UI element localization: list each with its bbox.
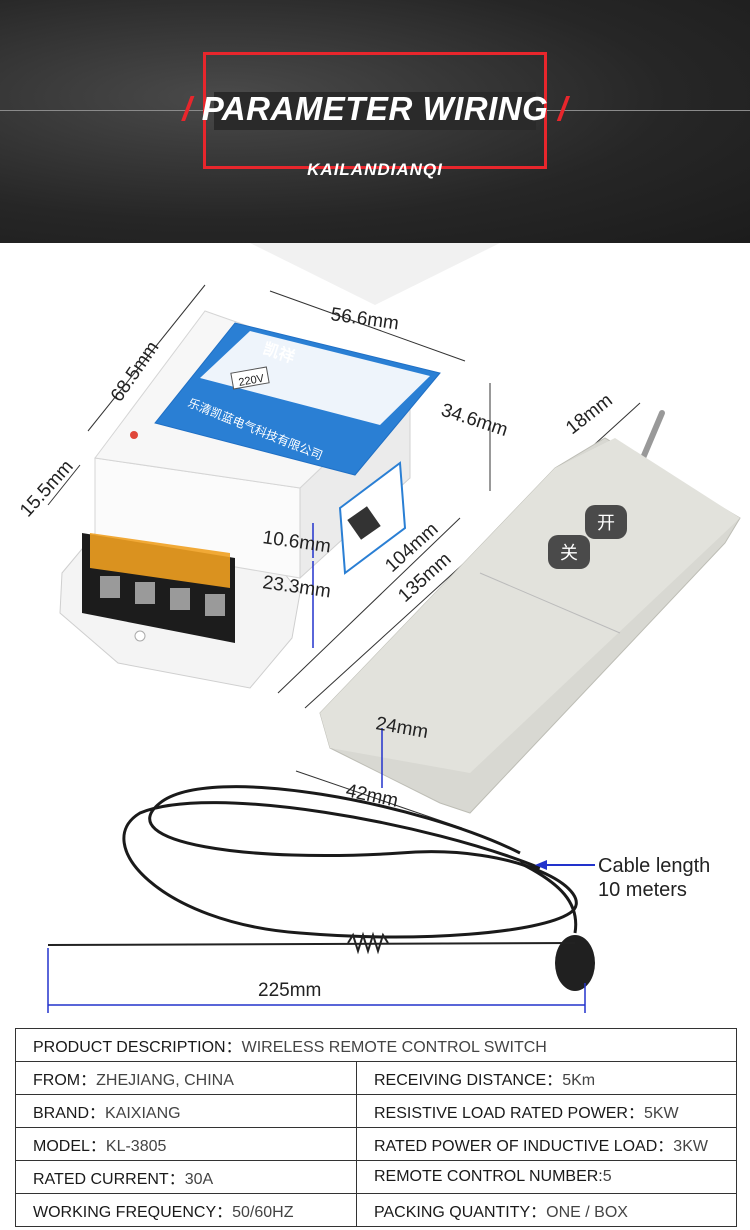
title-slash-left: / — [182, 90, 193, 127]
label-remote-face: 42mm — [344, 780, 400, 812]
spec-row: FROM：ZHEJIANG, CHINA RECEIVING DISTANCE：… — [15, 1061, 737, 1095]
product-illustration: 220V 凯祥 乐清凯蓝电气科技有限公司 开 — [16, 243, 741, 1013]
device-label-panel — [200, 331, 430, 425]
banner-subtitle: KAILANDIANQI — [307, 160, 443, 179]
terminal-screw-1 — [100, 576, 120, 598]
label-cable-length-1: Cable length — [598, 855, 710, 877]
spec-cell: RATED POWER OF INDUCTIVE LOAD：3KW — [356, 1127, 737, 1161]
remote-button-on[interactable] — [585, 505, 627, 539]
spec-row: WORKING FREQUENCY：50/60HZ PACKING QUANTI… — [15, 1193, 737, 1227]
remote-button-off[interactable] — [548, 535, 590, 569]
spec-row: BRAND：KAIXIANG RESISTIVE LOAD RATED POWE… — [15, 1094, 737, 1128]
antenna-coil — [347, 931, 389, 955]
spec-cell: RESISTIVE LOAD RATED POWER：5KW — [356, 1094, 737, 1128]
spec-cell-description: PRODUCT DESCRIPTION：WIRELESS REMOTE CONT… — [15, 1028, 737, 1062]
terminal-screw-3 — [170, 588, 190, 610]
spec-label: BRAND： — [33, 1105, 106, 1122]
spec-value: WIRELESS REMOTE CONTROL SWITCH — [241, 1039, 547, 1056]
spec-value: 3KW — [673, 1138, 708, 1155]
spec-cell: PACKING QUANTITY：ONE / BOX — [356, 1193, 737, 1227]
spec-row: RATED CURRENT：30A REMOTE CONTROL NUMBER:… — [15, 1160, 737, 1194]
label-width: 56.6mm — [329, 304, 400, 334]
spec-cell: WORKING FREQUENCY：50/60HZ — [15, 1193, 357, 1227]
label-height: 34.6mm — [438, 400, 510, 441]
magnetic-base — [555, 935, 595, 991]
dim-line-base — [47, 464, 81, 506]
remote-button-off-label: 关 — [560, 543, 578, 563]
spec-value: 5 — [602, 1168, 612, 1185]
spec-label: PACKING QUANTITY： — [374, 1204, 547, 1221]
banner-red-frame — [203, 52, 547, 169]
voltage-box — [230, 366, 270, 390]
spec-row: MODEL：KL-3805 RATED POWER OF INDUCTIVE L… — [15, 1127, 737, 1161]
spec-value: 5KW — [643, 1105, 679, 1122]
qr-code — [347, 506, 381, 540]
spec-value: ZHEJIANG, CHINA — [96, 1072, 234, 1089]
spec-row: PRODUCT DESCRIPTION：WIRELESS REMOTE CONT… — [15, 1028, 737, 1062]
mount-hole — [134, 630, 146, 642]
coiled-cable — [122, 785, 578, 939]
dim-line-face — [295, 770, 463, 829]
spec-value: KL-3805 — [105, 1138, 167, 1155]
header-banner: / PARAMETER WIRING / KAILANDIANQI — [0, 0, 750, 243]
spec-label: RATED CURRENT： — [33, 1171, 185, 1188]
spec-cell: RATED CURRENT：30A — [15, 1160, 357, 1194]
title-text: PARAMETER WIRING — [201, 90, 549, 127]
spec-label: RATED POWER OF INDUCTIVE LOAD： — [374, 1138, 674, 1155]
terminal-cover — [90, 533, 230, 588]
spec-label: WORKING FREQUENCY： — [33, 1204, 233, 1221]
antenna-rod — [47, 942, 576, 946]
spec-label: MODEL： — [33, 1138, 106, 1155]
spec-value: 30A — [184, 1171, 214, 1188]
status-led — [130, 431, 138, 439]
cable-end — [519, 861, 578, 934]
receiver-device: 220V 凯祥 乐清凯蓝电气科技有限公司 — [59, 310, 441, 689]
spec-label: REMOTE CONTROL NUMBER: — [374, 1168, 603, 1185]
terminal-screw-4 — [205, 594, 225, 616]
spec-value: ONE / BOX — [546, 1204, 628, 1221]
label-cable-length-2: 10 meters — [598, 879, 687, 901]
spec-table: PRODUCT DESCRIPTION：WIRELESS REMOTE CONT… — [15, 1028, 737, 1227]
banner-frame-gap — [214, 92, 536, 130]
spec-label: RECEIVING DISTANCE： — [374, 1072, 563, 1089]
title-slash-right: / — [557, 90, 568, 127]
remote-button-on-label: 开 — [597, 513, 615, 533]
banner-title: / PARAMETER WIRING / — [0, 90, 750, 128]
spec-label: RESISTIVE LOAD RATED POWER： — [374, 1105, 644, 1122]
cable-antenna — [47, 785, 595, 1013]
spec-value: 5Km — [562, 1072, 596, 1089]
dim-line-depth — [87, 284, 206, 432]
terminal-screw-2 — [135, 582, 155, 604]
dim-line-body — [277, 517, 461, 694]
cable-pointer-arrow — [535, 860, 547, 870]
voltage-label: 220V — [238, 373, 266, 389]
backdrop-triangle — [250, 243, 500, 305]
spec-cell: FROM：ZHEJIANG, CHINA — [15, 1061, 357, 1095]
label-antenna-length: 225mm — [258, 980, 321, 1001]
dim-line-width — [269, 290, 466, 362]
remote-top-face — [320, 438, 740, 773]
spec-value: 50/60HZ — [232, 1204, 294, 1221]
spec-value: KAIXIANG — [105, 1105, 181, 1122]
spec-cell: BRAND：KAIXIANG — [15, 1094, 357, 1128]
spec-cell: REMOTE CONTROL NUMBER:5 — [356, 1160, 737, 1194]
remote-control: 开 关 — [319, 410, 741, 814]
remote-seam — [479, 572, 621, 634]
spec-cell: RECEIVING DISTANCE：5Km — [356, 1061, 737, 1095]
label-base: 15.5mm — [16, 456, 78, 521]
spec-cell: MODEL：KL-3805 — [15, 1127, 357, 1161]
spec-label: FROM： — [33, 1072, 97, 1089]
remote-antenna — [637, 410, 665, 468]
spec-label: PRODUCT DESCRIPTION： — [33, 1039, 242, 1056]
